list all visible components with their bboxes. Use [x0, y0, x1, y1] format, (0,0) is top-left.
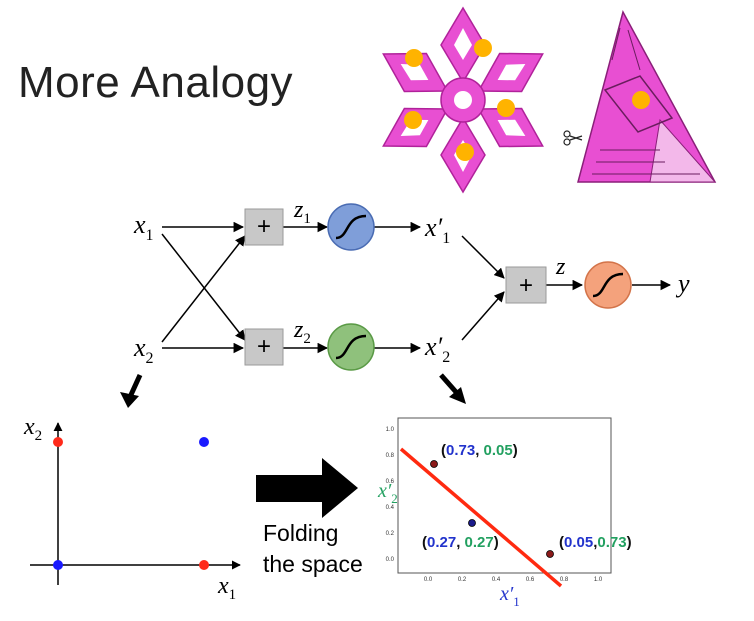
x-tick-label: 1.0: [594, 577, 603, 583]
paper-snowflake-illustration: [382, 6, 544, 194]
point-a-coordinates: (0.73, 0.05): [441, 442, 518, 459]
mapped-point-b: [468, 519, 476, 527]
sigmoid-node-2: [327, 323, 375, 371]
mapped-point-a: [430, 460, 438, 468]
input-x1-label: x1: [133, 210, 154, 244]
decision-boundary-line: [399, 447, 563, 588]
x-tick-label: 0.2: [458, 577, 467, 583]
x-tick-label: 0.8: [560, 577, 569, 583]
point-b-coordinates: (0.27, 0.27): [422, 534, 499, 551]
y-tick-label: 0.6: [386, 479, 395, 485]
right-plot-y-ticks: 1.0 0.8 0.6 0.4 0.2 0.0: [386, 427, 395, 563]
x-tick-label: 0.4: [492, 577, 501, 583]
sum-node-2: +: [244, 328, 284, 366]
right-plot-x-label: x′1: [499, 583, 520, 609]
snowflake-dot: [405, 49, 423, 67]
snowflake-dot: [456, 143, 474, 161]
mapped-point-c: [546, 550, 554, 558]
left-plot-y-label: x2: [23, 414, 42, 444]
sigmoid-curve-icon: [592, 272, 624, 298]
plus-icon: +: [257, 213, 271, 240]
sum-node-out: +: [505, 266, 547, 304]
fold-caption-line1: Folding: [263, 520, 338, 546]
x-tick-label: 0.0: [424, 577, 433, 583]
point-blue-corner: [199, 437, 209, 447]
z2-label: z2: [293, 317, 311, 347]
input-x2-label: x2: [133, 333, 154, 367]
y-tick-label: 1.0: [386, 427, 395, 433]
point-red-right: [199, 560, 209, 570]
sum-node-1: +: [244, 208, 284, 246]
transformed-space-plot: 1.0 0.8 0.6 0.4 0.2 0.0 0.0 0.2 0.4 0.6 …: [377, 417, 632, 609]
sigmoid-curve-icon: [335, 214, 367, 240]
scissors-icon: [563, 130, 583, 146]
y-tick-label: 0.0: [386, 557, 395, 563]
neural-network-diagram: + + + x1 x2 z1 z2 x′1 x′2 z y: [133, 197, 690, 371]
output-x1-prime-label: x′1: [424, 213, 450, 247]
y-tick-label: 0.2: [386, 531, 395, 537]
sigmoid-curve-icon: [335, 334, 367, 360]
sigmoid-node-out: [584, 261, 632, 309]
pointer-arrow-right: [439, 373, 466, 404]
right-plot-x-ticks: 0.0 0.2 0.4 0.6 0.8 1.0: [424, 577, 603, 583]
y-output-label: y: [675, 269, 690, 298]
point-blue-origin: [53, 560, 63, 570]
sigmoid-node-1: [327, 203, 375, 251]
y-tick-label: 0.4: [386, 505, 395, 511]
fold-caption-line2: the space: [263, 551, 363, 577]
plus-icon: +: [257, 333, 271, 360]
pointer-arrow-left: [120, 373, 143, 408]
folded-paper-illustration: [563, 9, 717, 183]
z-label: z: [555, 254, 566, 280]
slide-title: More Analogy: [18, 58, 294, 107]
snowflake-dot: [404, 111, 422, 129]
input-space-plot: x2 x1: [23, 414, 241, 603]
folded-paper-dot: [632, 91, 650, 109]
right-plot-y-label: x′2: [377, 480, 398, 506]
plus-icon: +: [519, 272, 533, 299]
point-red-top: [53, 437, 63, 447]
z1-label: z1: [293, 197, 311, 227]
snowflake-dot: [474, 39, 492, 57]
fold-arrow: [256, 458, 358, 518]
point-c-coordinates: (0.05,0.73): [559, 534, 632, 551]
output-x2-prime-label: x′2: [424, 332, 450, 366]
x-tick-label: 0.6: [526, 577, 535, 583]
y-tick-label: 0.8: [386, 453, 395, 459]
snowflake-dot: [497, 99, 515, 117]
left-plot-x-label: x1: [217, 573, 236, 603]
right-plot-frame: [397, 417, 612, 574]
